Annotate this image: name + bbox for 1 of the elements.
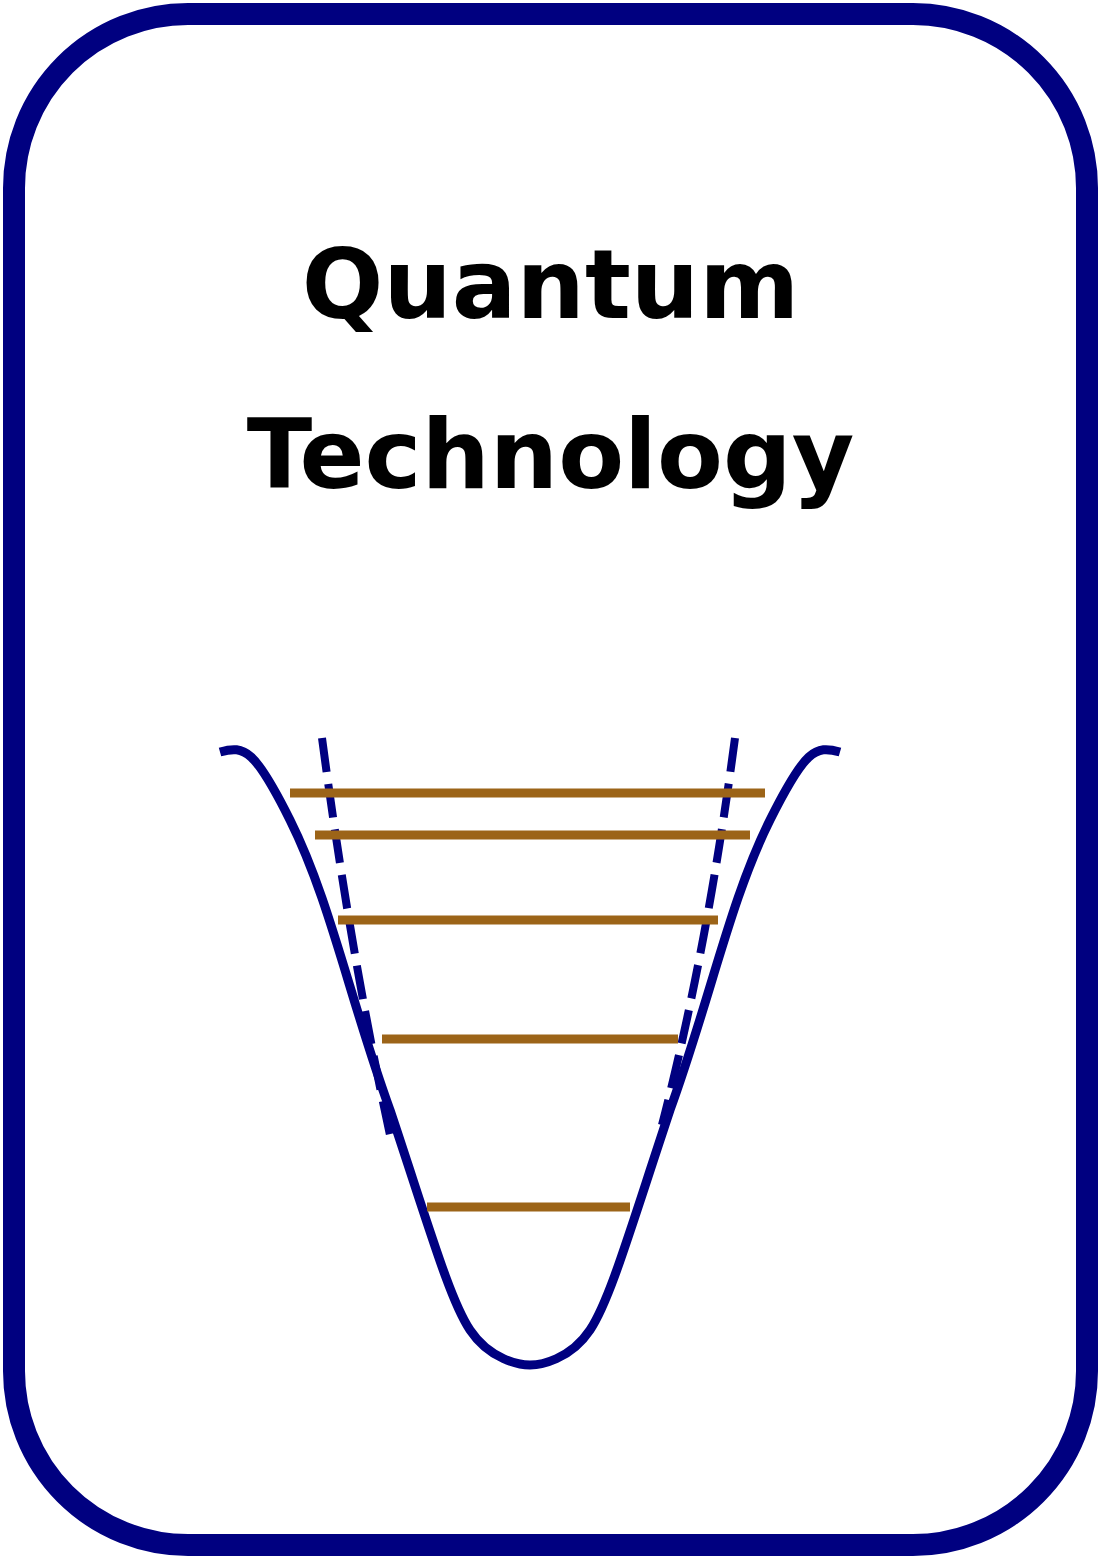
- title: Quantum Technology: [245, 228, 856, 513]
